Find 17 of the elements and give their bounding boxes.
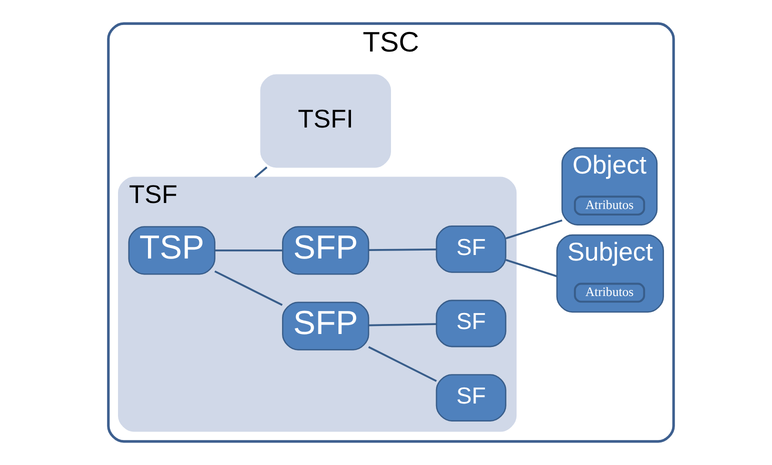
connector [368,323,436,326]
connector [505,219,562,240]
connector [254,166,267,178]
node-box: TSP [128,226,215,275]
node-box: SFP [282,226,369,275]
node-box: Atributos [573,282,645,303]
connector [214,270,282,306]
connector [214,249,282,252]
node-box: SF [435,225,506,273]
connector [368,248,436,252]
connector [505,259,557,278]
node-box: SFP [282,302,369,350]
connector [368,346,436,382]
node-box: Atributos [573,196,645,216]
node-box: SF [435,374,506,422]
node-box: SF [435,300,506,348]
node-box: TSFI [260,74,390,168]
